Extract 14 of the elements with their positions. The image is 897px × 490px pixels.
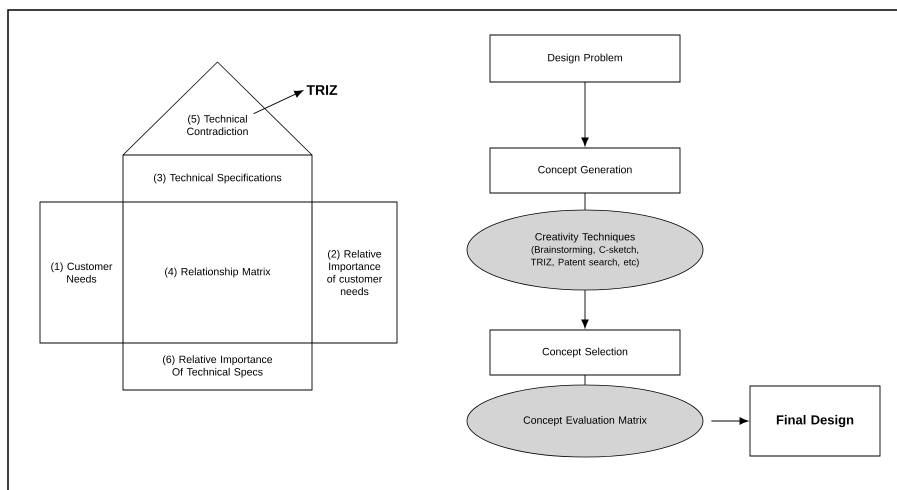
final-box: Final Design: [750, 386, 880, 456]
process-box: Concept Selection: [490, 330, 680, 376]
arrow: [581, 290, 589, 328]
relationship-matrix-box: (4) Relationship Matrix: [122, 202, 312, 344]
arrow-target-label: TRIZ: [306, 85, 338, 95]
process-box: Design Problem: [490, 34, 680, 82]
arrow: [710, 417, 748, 425]
customer-needs-box: (1) Customer Needs: [40, 202, 124, 344]
arrow: [581, 82, 589, 146]
specifications-box: (3) Technical Specifications: [122, 154, 312, 202]
process-box: Concept Generation: [490, 148, 680, 194]
specs-importance-box: (6) Relative Importance Of Technical Specs: [122, 342, 312, 390]
importance-box: (2) Relative Importance of customer needs: [312, 202, 398, 344]
arrow: [253, 90, 304, 114]
